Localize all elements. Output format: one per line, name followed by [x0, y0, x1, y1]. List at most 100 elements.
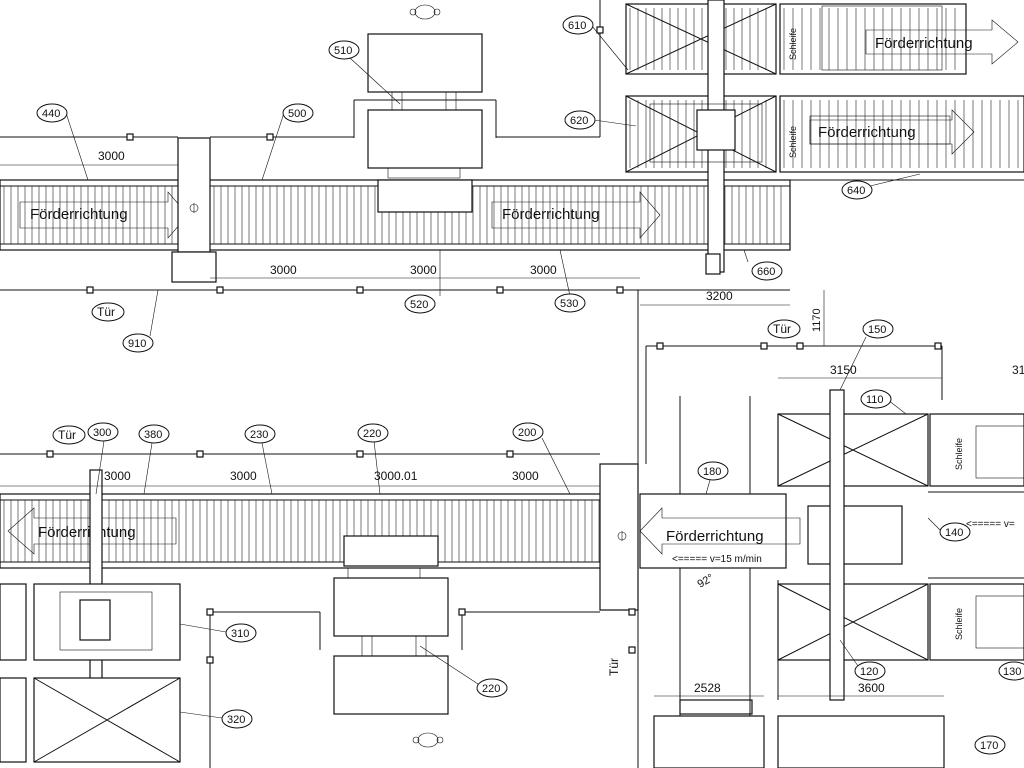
item-bubble: 380: [138, 424, 170, 495]
item-bubble: 530: [554, 249, 586, 313]
item-number: 520: [410, 299, 428, 311]
flow-label: Förderrichtung: [875, 35, 973, 52]
flow-label: Förderrichtung: [502, 206, 600, 223]
item-number: 660: [757, 266, 775, 278]
dimension-lines: [0, 164, 944, 697]
vertical-label: Schleife: [954, 438, 964, 470]
vertical-label: Schleife: [954, 608, 964, 640]
item-number: 180: [703, 466, 721, 478]
dimension: 3000: [104, 469, 131, 483]
fence-post: [356, 286, 364, 294]
item-number: 440: [42, 108, 60, 120]
item-bubble: 660: [743, 249, 783, 281]
flow-arrow: [639, 507, 801, 555]
item-number: 640: [847, 185, 865, 197]
flow-arrow: [809, 109, 975, 155]
item-number: 500: [288, 108, 306, 120]
item-number: 110: [866, 394, 884, 406]
item-number: 220: [482, 683, 500, 695]
fence-post: [934, 342, 942, 350]
item-bubble: 510: [328, 40, 401, 105]
item-number-bubbles: 440 500 510 520 530 610 620 640 660 910 …: [36, 15, 1024, 755]
dimension: 3200: [706, 289, 733, 303]
machine-510: [353, 33, 497, 179]
item-number: 530: [560, 298, 578, 310]
item-number: 300: [93, 427, 111, 439]
item-bubble: 110: [860, 389, 907, 415]
item-bubble: 520: [404, 250, 441, 314]
bottom-left-stations: [0, 583, 181, 763]
dimension: 3000: [512, 469, 539, 483]
operator-icon: [409, 4, 441, 20]
door-label: Tür: [607, 658, 621, 676]
operator-icon: [412, 732, 444, 748]
item-number: 150: [868, 324, 886, 336]
item-bubble: 300: [87, 422, 119, 495]
angle-label: 92°: [696, 572, 716, 591]
item-bubble: 230: [244, 424, 276, 495]
item-bubble: 220: [357, 423, 389, 495]
door-label: Tür: [97, 305, 115, 319]
dimension: 3000.01: [374, 469, 418, 483]
dimension: 3000: [270, 263, 297, 277]
door-labels: Tür Tür Tür Tür: [52, 302, 801, 676]
flow-label: Förderrichtung: [818, 124, 916, 141]
dimension: 1170: [811, 308, 823, 332]
fence-post: [196, 450, 204, 458]
item-number: 170: [980, 740, 998, 752]
door-label: Tür: [58, 428, 76, 442]
item-number: 130: [1003, 666, 1021, 678]
fence-post: [458, 608, 466, 616]
flow-arrow: [865, 19, 1019, 65]
upper-right-conveyors: Förderrichtung Förderrichtung Schleife S…: [625, 0, 1024, 275]
fence-post: [266, 133, 274, 141]
item-bubble: 130: [998, 661, 1024, 681]
dimension: 2528: [694, 681, 721, 695]
item-number: 140: [945, 527, 963, 539]
fence-post: [656, 342, 664, 350]
item-bubble: 910: [122, 289, 159, 353]
speed-label: <===== v=15 m/min: [672, 554, 762, 565]
item-number: 910: [128, 338, 146, 350]
item-bubble: 320: [179, 709, 253, 729]
item-number: 230: [250, 429, 268, 441]
fence-post: [206, 656, 214, 664]
flow-label: Förderrichtung: [666, 528, 764, 545]
item-bubble: 610: [562, 15, 629, 71]
item-bubble: 140: [927, 517, 971, 542]
fence-posts: [46, 26, 942, 664]
dimension: 3000: [230, 469, 257, 483]
item-number: 380: [144, 429, 162, 441]
dimension: 31: [1012, 363, 1024, 377]
item-number: 510: [334, 45, 352, 57]
item-bubble: 170: [974, 735, 1006, 755]
item-bubble: 220: [419, 645, 508, 698]
vertical-label: Schleife: [788, 126, 798, 158]
item-number: 120: [860, 666, 878, 678]
item-number: 320: [227, 714, 245, 726]
machine-220: [210, 567, 600, 715]
item-bubble: 310: [179, 623, 257, 643]
item-bubble: 150: [839, 319, 894, 391]
fence-post: [496, 286, 504, 294]
fence-post: [126, 133, 134, 141]
item-number: 620: [570, 115, 588, 127]
dimension: 3000: [530, 263, 557, 277]
fence-post: [506, 450, 514, 458]
dimension: 3000: [98, 149, 125, 163]
item-bubble: 440: [36, 103, 89, 181]
fence-post: [86, 286, 94, 294]
item-number: 610: [568, 20, 586, 32]
fence-post: [596, 26, 604, 34]
fence-post: [46, 450, 54, 458]
item-bubble: 500: [261, 103, 314, 181]
flow-arrow: [491, 191, 661, 239]
fence-post: [760, 342, 768, 350]
bottom-conveyor: Förderrichtung Förderrichtung <===== v=1…: [0, 463, 801, 761]
item-bubble: 200: [512, 422, 571, 495]
item-number: 220: [363, 428, 381, 440]
item-bubble: 180: [697, 461, 729, 495]
fence-post: [206, 608, 214, 616]
fence-post: [616, 286, 624, 294]
